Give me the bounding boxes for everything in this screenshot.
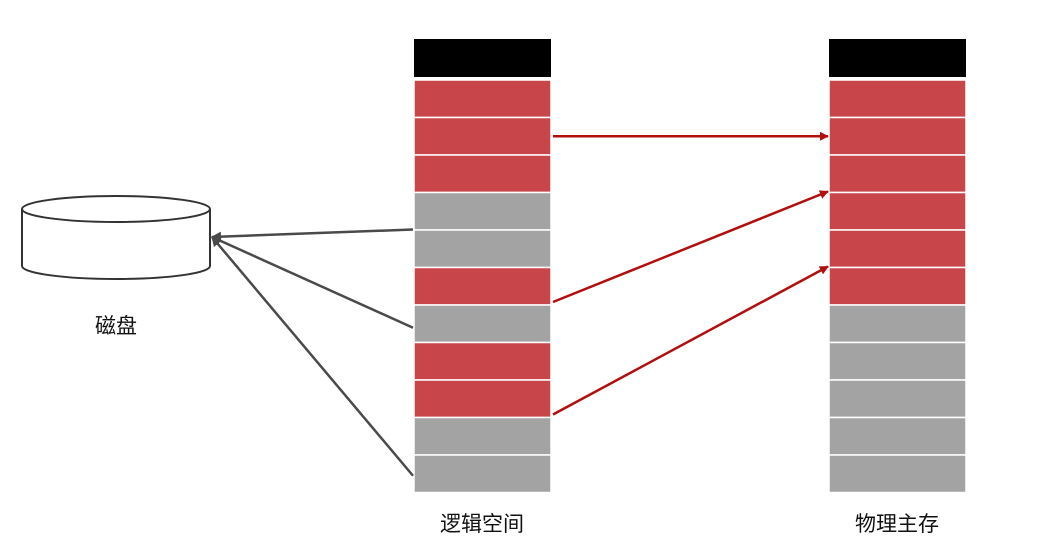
physical-memory-block-used <box>828 229 967 269</box>
physical-memory-block-free <box>828 454 967 494</box>
mapping-arrows-to-memory <box>552 131 829 416</box>
mapping-arrows-to-disk <box>211 228 414 477</box>
physical-memory-block-free <box>828 416 967 456</box>
logical-space-block-used <box>413 341 552 381</box>
logical-space-block-free <box>413 304 552 344</box>
disk-swap-arrow <box>211 235 414 329</box>
logical-space-block-used <box>413 154 552 194</box>
logical-space-block-used <box>413 266 552 306</box>
logical-space-block-free <box>413 191 552 231</box>
physical-memory-block-used <box>828 116 967 156</box>
logical-space-block-used <box>413 116 552 156</box>
physical-memory-header-block <box>829 39 966 77</box>
physical-memory-label: 物理主存 <box>855 512 939 536</box>
memory-mapping-arrow <box>552 190 829 304</box>
physical-memory-block-used <box>828 79 967 119</box>
disk-swap-arrow <box>211 236 414 477</box>
logical-space-block-used <box>413 79 552 119</box>
disk-top <box>21 195 211 223</box>
physical-memory-block-used <box>828 154 967 194</box>
logical-space-block-free <box>413 229 552 269</box>
cylinder-disk-icon <box>21 195 211 280</box>
logical-space-block-free <box>413 454 552 494</box>
logical-space-label: 逻辑空间 <box>440 512 524 536</box>
logical-space-column <box>413 39 552 494</box>
disk-body <box>21 209 211 280</box>
physical-memory-block-used <box>828 191 967 231</box>
memory-mapping-arrow <box>552 265 829 416</box>
logical-space-block-used <box>413 379 552 419</box>
disk-label: 磁盘 <box>95 314 137 338</box>
physical-memory-block-free <box>828 341 967 381</box>
physical-memory-block-used <box>828 266 967 306</box>
physical-memory-block-free <box>828 304 967 344</box>
physical-memory-column <box>828 39 967 494</box>
logical-space-block-free <box>413 416 552 456</box>
physical-memory-block-free <box>828 379 967 419</box>
logical-space-header-block <box>414 39 551 77</box>
disk-swap-arrow <box>211 228 414 242</box>
